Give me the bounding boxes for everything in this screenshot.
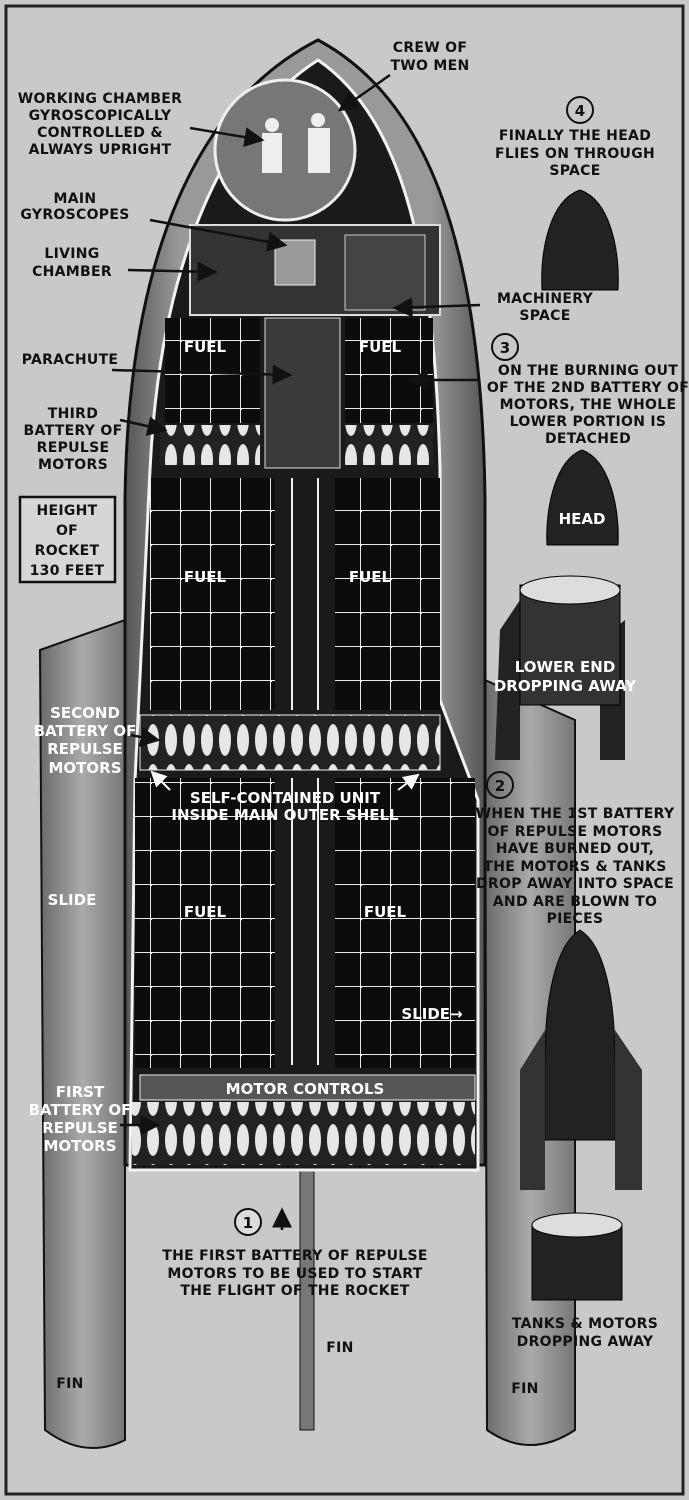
head-stage-3 (546, 449, 619, 546)
machinery-space-area (344, 234, 426, 311)
fuel-tank-middle-left (150, 478, 275, 710)
label-head: HEAD (559, 510, 606, 528)
motor-controls-band (139, 1074, 476, 1101)
step-2-marker: 2 (486, 771, 514, 799)
step-3-marker: 3 (491, 333, 519, 361)
left-fin (38, 618, 126, 1449)
third-battery-left (160, 425, 260, 465)
label-slide-right: SLIDE→ (401, 1005, 462, 1023)
fuel-tank-middle-right (335, 478, 440, 710)
label-fin-center: FIN (326, 1340, 353, 1356)
fuel-tank-lower-left (135, 778, 275, 1068)
gyroscope (274, 239, 316, 286)
label-slide-left: SLIDE (48, 891, 97, 909)
ladder-upper (291, 478, 319, 710)
working-chamber (213, 78, 357, 222)
step-2-number: 2 (495, 777, 505, 795)
step-4-marker: 4 (566, 96, 594, 124)
crew-figures (262, 113, 330, 173)
pointer-arrows (111, 73, 481, 1230)
height-box (18, 495, 117, 584)
tanks-motors-piece (531, 1212, 623, 1301)
ladder-lower (291, 778, 319, 1065)
label-fuel-middle-right: FUEL (349, 568, 392, 586)
second-battery-motors (139, 714, 441, 771)
fuel-tank-upper-right (345, 318, 433, 423)
fuel-tank-upper-left (165, 318, 260, 423)
step-1-marker: 1 (234, 1208, 262, 1236)
step-4-number: 4 (575, 102, 585, 120)
step-1-number: 1 (243, 1214, 253, 1232)
label-fuel-lower-left: FUEL (184, 903, 227, 921)
label-fin-left: FIN (56, 1376, 83, 1392)
frame-border (4, 4, 685, 1496)
small-rocket-stage-2 (520, 929, 642, 1190)
label-motor-controls: MOTOR CONTROLS (226, 1080, 385, 1098)
label-parachute: PARACHUTE (22, 352, 119, 368)
label-fin-right: FIN (511, 1381, 538, 1397)
label-fuel-middle-left: FUEL (184, 568, 227, 586)
head-stage-4 (541, 189, 619, 291)
label-fuel-upper-right: FUEL (359, 338, 402, 356)
label-fuel-lower-right: FUEL (364, 903, 407, 921)
third-battery-right (345, 425, 433, 465)
first-battery-motors (132, 1102, 475, 1165)
fuel-tank-lower-right (335, 778, 475, 1068)
lower-end-piece (495, 575, 625, 760)
step-3-number: 3 (500, 339, 510, 357)
parachute-compartment (264, 317, 341, 469)
white-pointer-arrows (150, 770, 420, 791)
label-fuel-upper-left: FUEL (184, 338, 227, 356)
